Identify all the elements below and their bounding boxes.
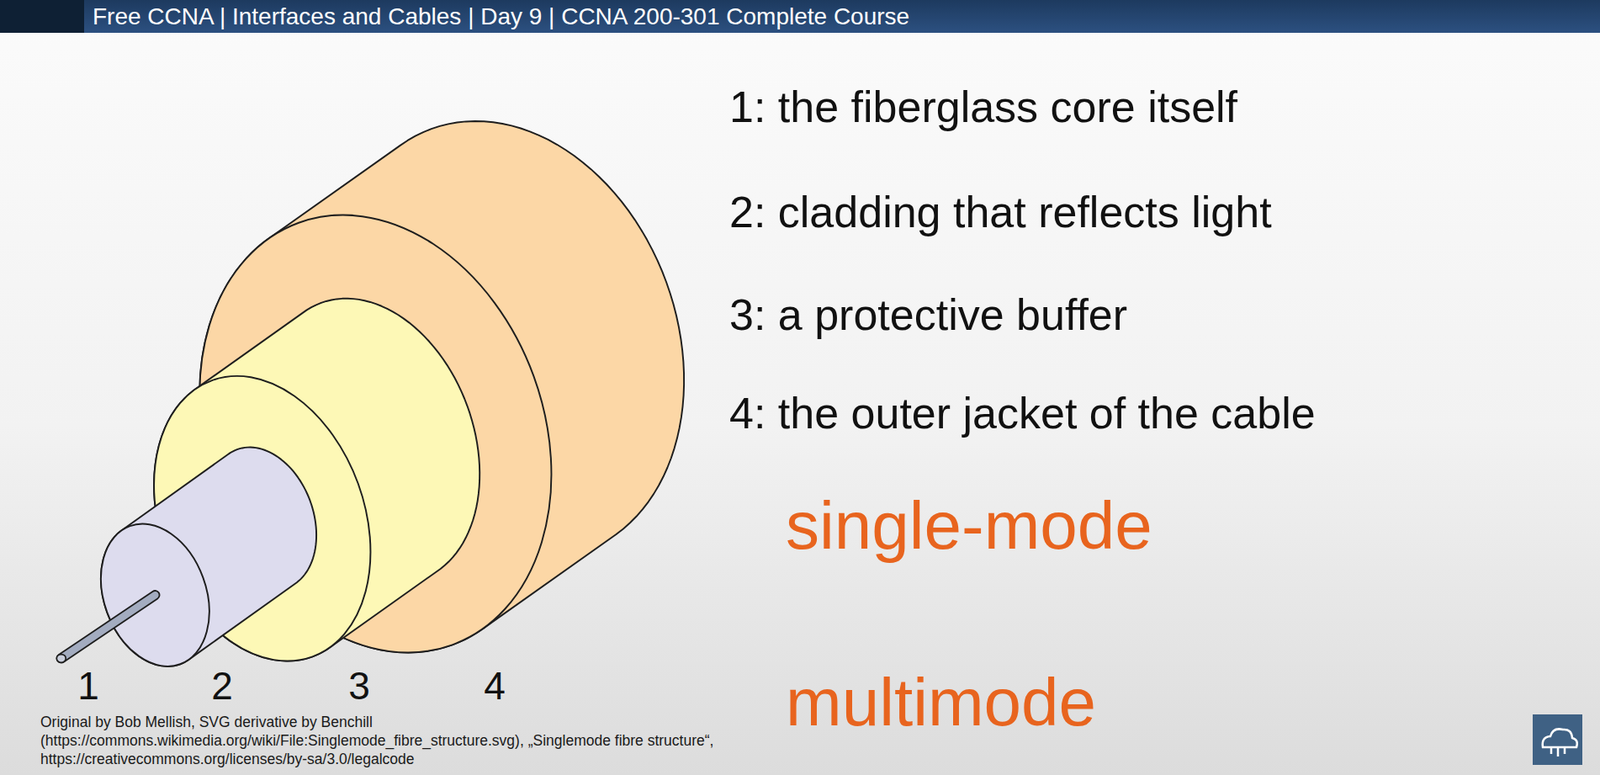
cloud-wires: [1551, 747, 1565, 757]
logo-badge: [1532, 714, 1583, 765]
fiber-type: single-mode: [785, 487, 1153, 565]
callout-number: 4: [483, 663, 506, 708]
callout-number: 1: [77, 663, 100, 708]
channel-logo-box: [0, 0, 85, 33]
fiber-cable-drawing: [56, 121, 684, 703]
cloud-icon: [1542, 728, 1578, 748]
callout-number: 3: [348, 663, 371, 708]
part-description: 3: a protective buffer: [729, 288, 1128, 341]
core-end: [56, 654, 66, 663]
channel-logo: [1532, 714, 1583, 765]
fiber-type: multimode: [785, 663, 1097, 742]
part-description: 4: the outer jacket of the cable: [729, 386, 1316, 440]
video-title-bar: Free CCNA | Interfaces and Cables | Day …: [0, 0, 1600, 33]
part-description: 2: cladding that reflects light: [729, 185, 1272, 239]
image-attribution: Original by Bob Mellish, SVG derivative …: [40, 712, 756, 769]
part-description: 1: the fiberglass core itself: [729, 80, 1238, 133]
fiber-core: [61, 594, 156, 658]
core-outline: [61, 594, 156, 658]
callout-number: 2: [211, 663, 234, 708]
video-title: Free CCNA | Interfaces and Cables | Day …: [92, 0, 910, 33]
